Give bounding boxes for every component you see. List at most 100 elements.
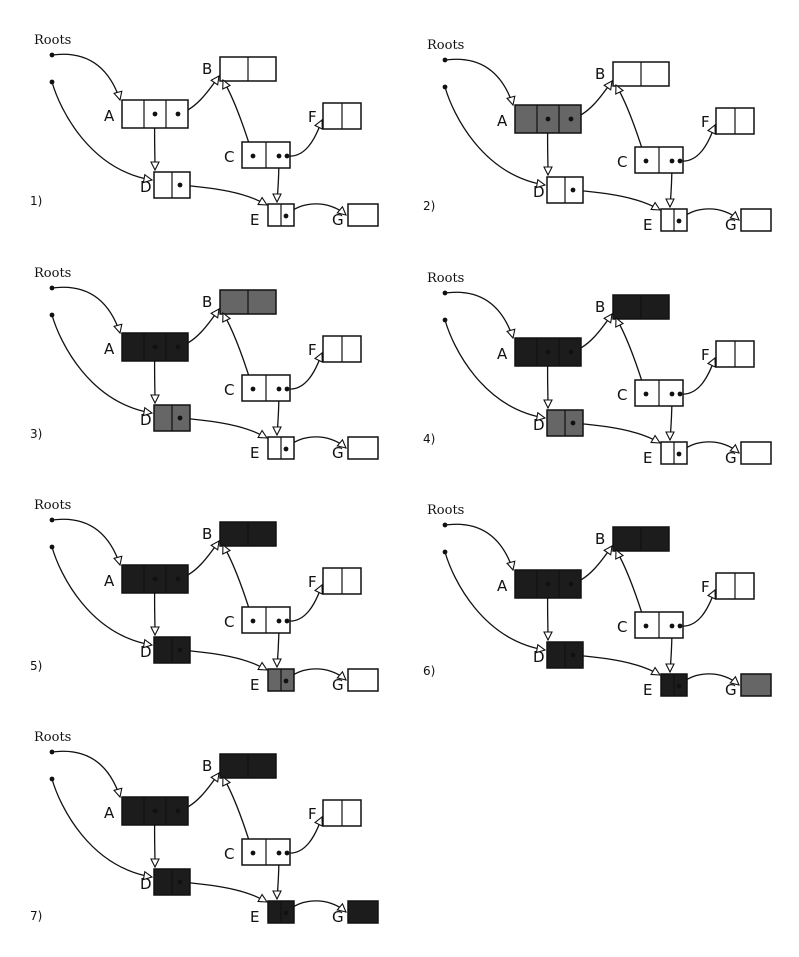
- node-b: B: [202, 522, 276, 546]
- node-label-f: F: [308, 573, 317, 591]
- node-label-c: C: [224, 381, 234, 399]
- pointer-dot: [153, 112, 158, 117]
- pointer-dot: [285, 851, 290, 856]
- pointer-dot: [670, 392, 675, 397]
- node-label-e: E: [250, 908, 259, 926]
- node-label-a: A: [497, 112, 508, 130]
- arrowhead: [273, 659, 281, 667]
- node-d: D: [533, 410, 583, 436]
- pointer-dot: [644, 392, 649, 397]
- pointer-dot: [284, 214, 289, 219]
- pointer-edge: [445, 524, 513, 570]
- pointer-dot: [443, 85, 448, 90]
- arrowhead: [507, 561, 515, 570]
- arrowhead: [666, 199, 674, 207]
- roots-label: Roots: [427, 38, 464, 53]
- pointer-dot: [178, 880, 183, 885]
- node-label-e: E: [250, 211, 259, 229]
- arrowhead: [211, 541, 219, 550]
- pointer-dot: [443, 58, 448, 63]
- pointer-dot: [176, 809, 181, 814]
- node-a: A: [104, 797, 188, 825]
- arrowhead: [730, 212, 739, 220]
- step-label: 5): [30, 659, 42, 673]
- pointer-edge: [445, 292, 513, 338]
- pointer-edge: [52, 519, 120, 565]
- pointer-edge: [445, 320, 545, 418]
- node-label-f: F: [308, 108, 317, 126]
- arrowhead: [273, 891, 281, 899]
- pointer-dot: [284, 911, 289, 916]
- roots-label: Roots: [34, 33, 71, 48]
- node-label-a: A: [497, 345, 508, 363]
- node-label-e: E: [250, 444, 259, 462]
- node-label-a: A: [104, 107, 115, 125]
- pointer-dot: [677, 452, 682, 457]
- pointer-dot: [50, 313, 55, 318]
- pointer-edge: [180, 882, 267, 902]
- pointer-dot: [176, 577, 181, 582]
- node-d: D: [140, 405, 190, 431]
- arrowhead: [337, 672, 346, 680]
- pointer-edge: [445, 59, 513, 105]
- node-label-a: A: [104, 804, 115, 822]
- arrowhead: [114, 324, 122, 333]
- arrowhead: [544, 400, 552, 408]
- pointer-dot: [569, 350, 574, 355]
- pointer-dot: [277, 619, 282, 624]
- arrowhead: [258, 663, 267, 670]
- pointer-dot: [153, 809, 158, 814]
- node-label-a: A: [104, 572, 115, 590]
- node-d: D: [533, 642, 583, 668]
- node-label-b: B: [202, 525, 212, 543]
- arrowhead: [114, 788, 122, 797]
- arrowhead: [337, 904, 346, 912]
- pointer-dot: [50, 286, 55, 291]
- pointer-dot: [277, 851, 282, 856]
- roots-label: Roots: [34, 730, 71, 745]
- node-a: A: [104, 333, 188, 361]
- arrowhead: [544, 632, 552, 640]
- pointer-dot: [50, 750, 55, 755]
- pointer-dot: [284, 679, 289, 684]
- node-label-b: B: [595, 298, 605, 316]
- pointer-edge: [52, 287, 120, 333]
- arrowhead: [151, 627, 159, 635]
- roots-label: Roots: [34, 266, 71, 281]
- node-a: A: [497, 338, 581, 366]
- node-d: D: [533, 177, 583, 203]
- node-label-a: A: [104, 340, 115, 358]
- node-b: B: [202, 754, 276, 778]
- node-g: G: [332, 204, 378, 229]
- node-d: D: [140, 637, 190, 663]
- pointer-dot: [443, 318, 448, 323]
- pointer-dot: [546, 582, 551, 587]
- pointer-dot: [251, 154, 256, 159]
- pointer-dot: [571, 421, 576, 426]
- step-label: 6): [423, 664, 435, 678]
- pointer-edge: [445, 87, 545, 185]
- pointer-edge: [52, 82, 152, 180]
- arrowhead: [151, 395, 159, 403]
- node-a: A: [497, 570, 581, 598]
- arrowhead: [337, 207, 346, 215]
- pointer-dot: [443, 291, 448, 296]
- roots-label: Roots: [34, 498, 71, 513]
- pointer-edge: [180, 418, 267, 438]
- node-b: B: [202, 290, 276, 314]
- pointer-dot: [285, 387, 290, 392]
- pointer-dot: [678, 624, 683, 629]
- node-g: G: [332, 669, 378, 694]
- arrowhead: [211, 309, 219, 318]
- node-label-e: E: [643, 216, 652, 234]
- pointer-dot: [571, 653, 576, 658]
- pointer-dot: [546, 117, 551, 122]
- pointer-dot: [443, 523, 448, 528]
- pointer-dot: [277, 387, 282, 392]
- node-label-f: F: [308, 805, 317, 823]
